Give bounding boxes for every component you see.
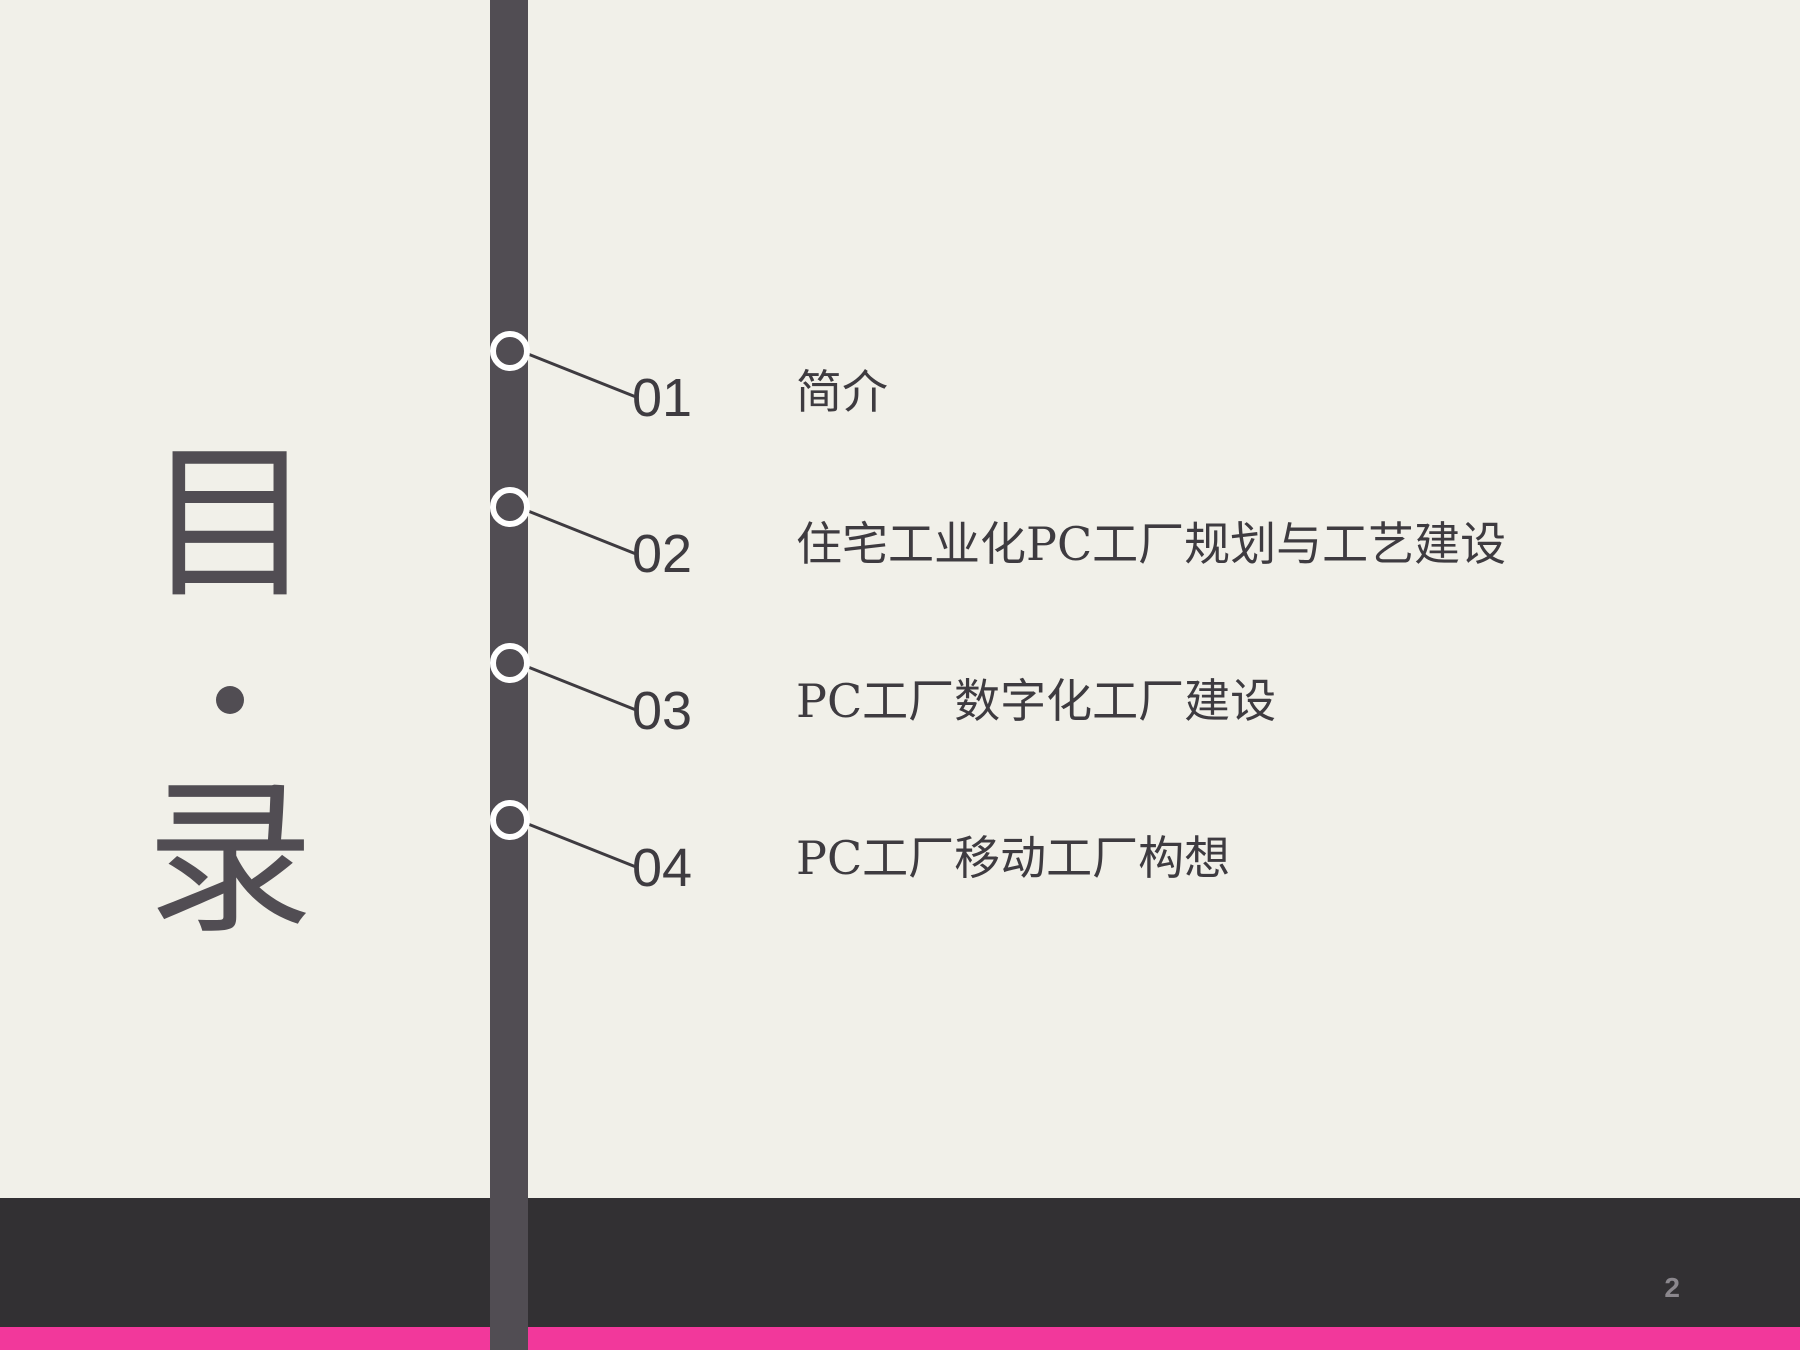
title-char-top: 目 bbox=[146, 426, 314, 622]
toc-number: 02 bbox=[632, 524, 693, 584]
toc-item-02[interactable]: 02 住宅工业化PC工厂规划与工艺建设 bbox=[0, 521, 1800, 601]
toc-item-01[interactable]: 01 简介 bbox=[0, 365, 1800, 445]
connector-02 bbox=[490, 487, 637, 556]
timeline-node-03 bbox=[490, 643, 530, 683]
toc-label: PC工厂数字化工厂建设 bbox=[796, 674, 1277, 728]
footer-band bbox=[0, 1198, 1800, 1327]
toc-number: 03 bbox=[632, 681, 693, 741]
toc-number: 01 bbox=[632, 368, 693, 428]
title-char-bottom: 录 bbox=[146, 761, 314, 957]
timeline-node-01 bbox=[490, 331, 530, 371]
timeline-node-04 bbox=[490, 800, 530, 840]
toc-item-03[interactable]: 03 PC工厂数字化工厂建设 bbox=[0, 678, 1800, 758]
toc-item-04[interactable]: 04 PC工厂移动工厂构想 bbox=[0, 835, 1800, 915]
connector-04 bbox=[490, 800, 637, 869]
timeline-node-02 bbox=[490, 487, 530, 527]
toc-label: 简介 bbox=[796, 365, 888, 419]
page-number: 2 bbox=[1664, 1272, 1680, 1303]
title-separator-dot bbox=[216, 686, 244, 714]
accent-stripe bbox=[0, 1327, 1800, 1350]
connector-01 bbox=[490, 331, 637, 399]
connector-03 bbox=[490, 643, 637, 712]
toc-number: 04 bbox=[632, 838, 693, 898]
toc-label: 住宅工业化PC工厂规划与工艺建设 bbox=[796, 517, 1507, 571]
toc-label: PC工厂移动工厂构想 bbox=[796, 831, 1231, 885]
